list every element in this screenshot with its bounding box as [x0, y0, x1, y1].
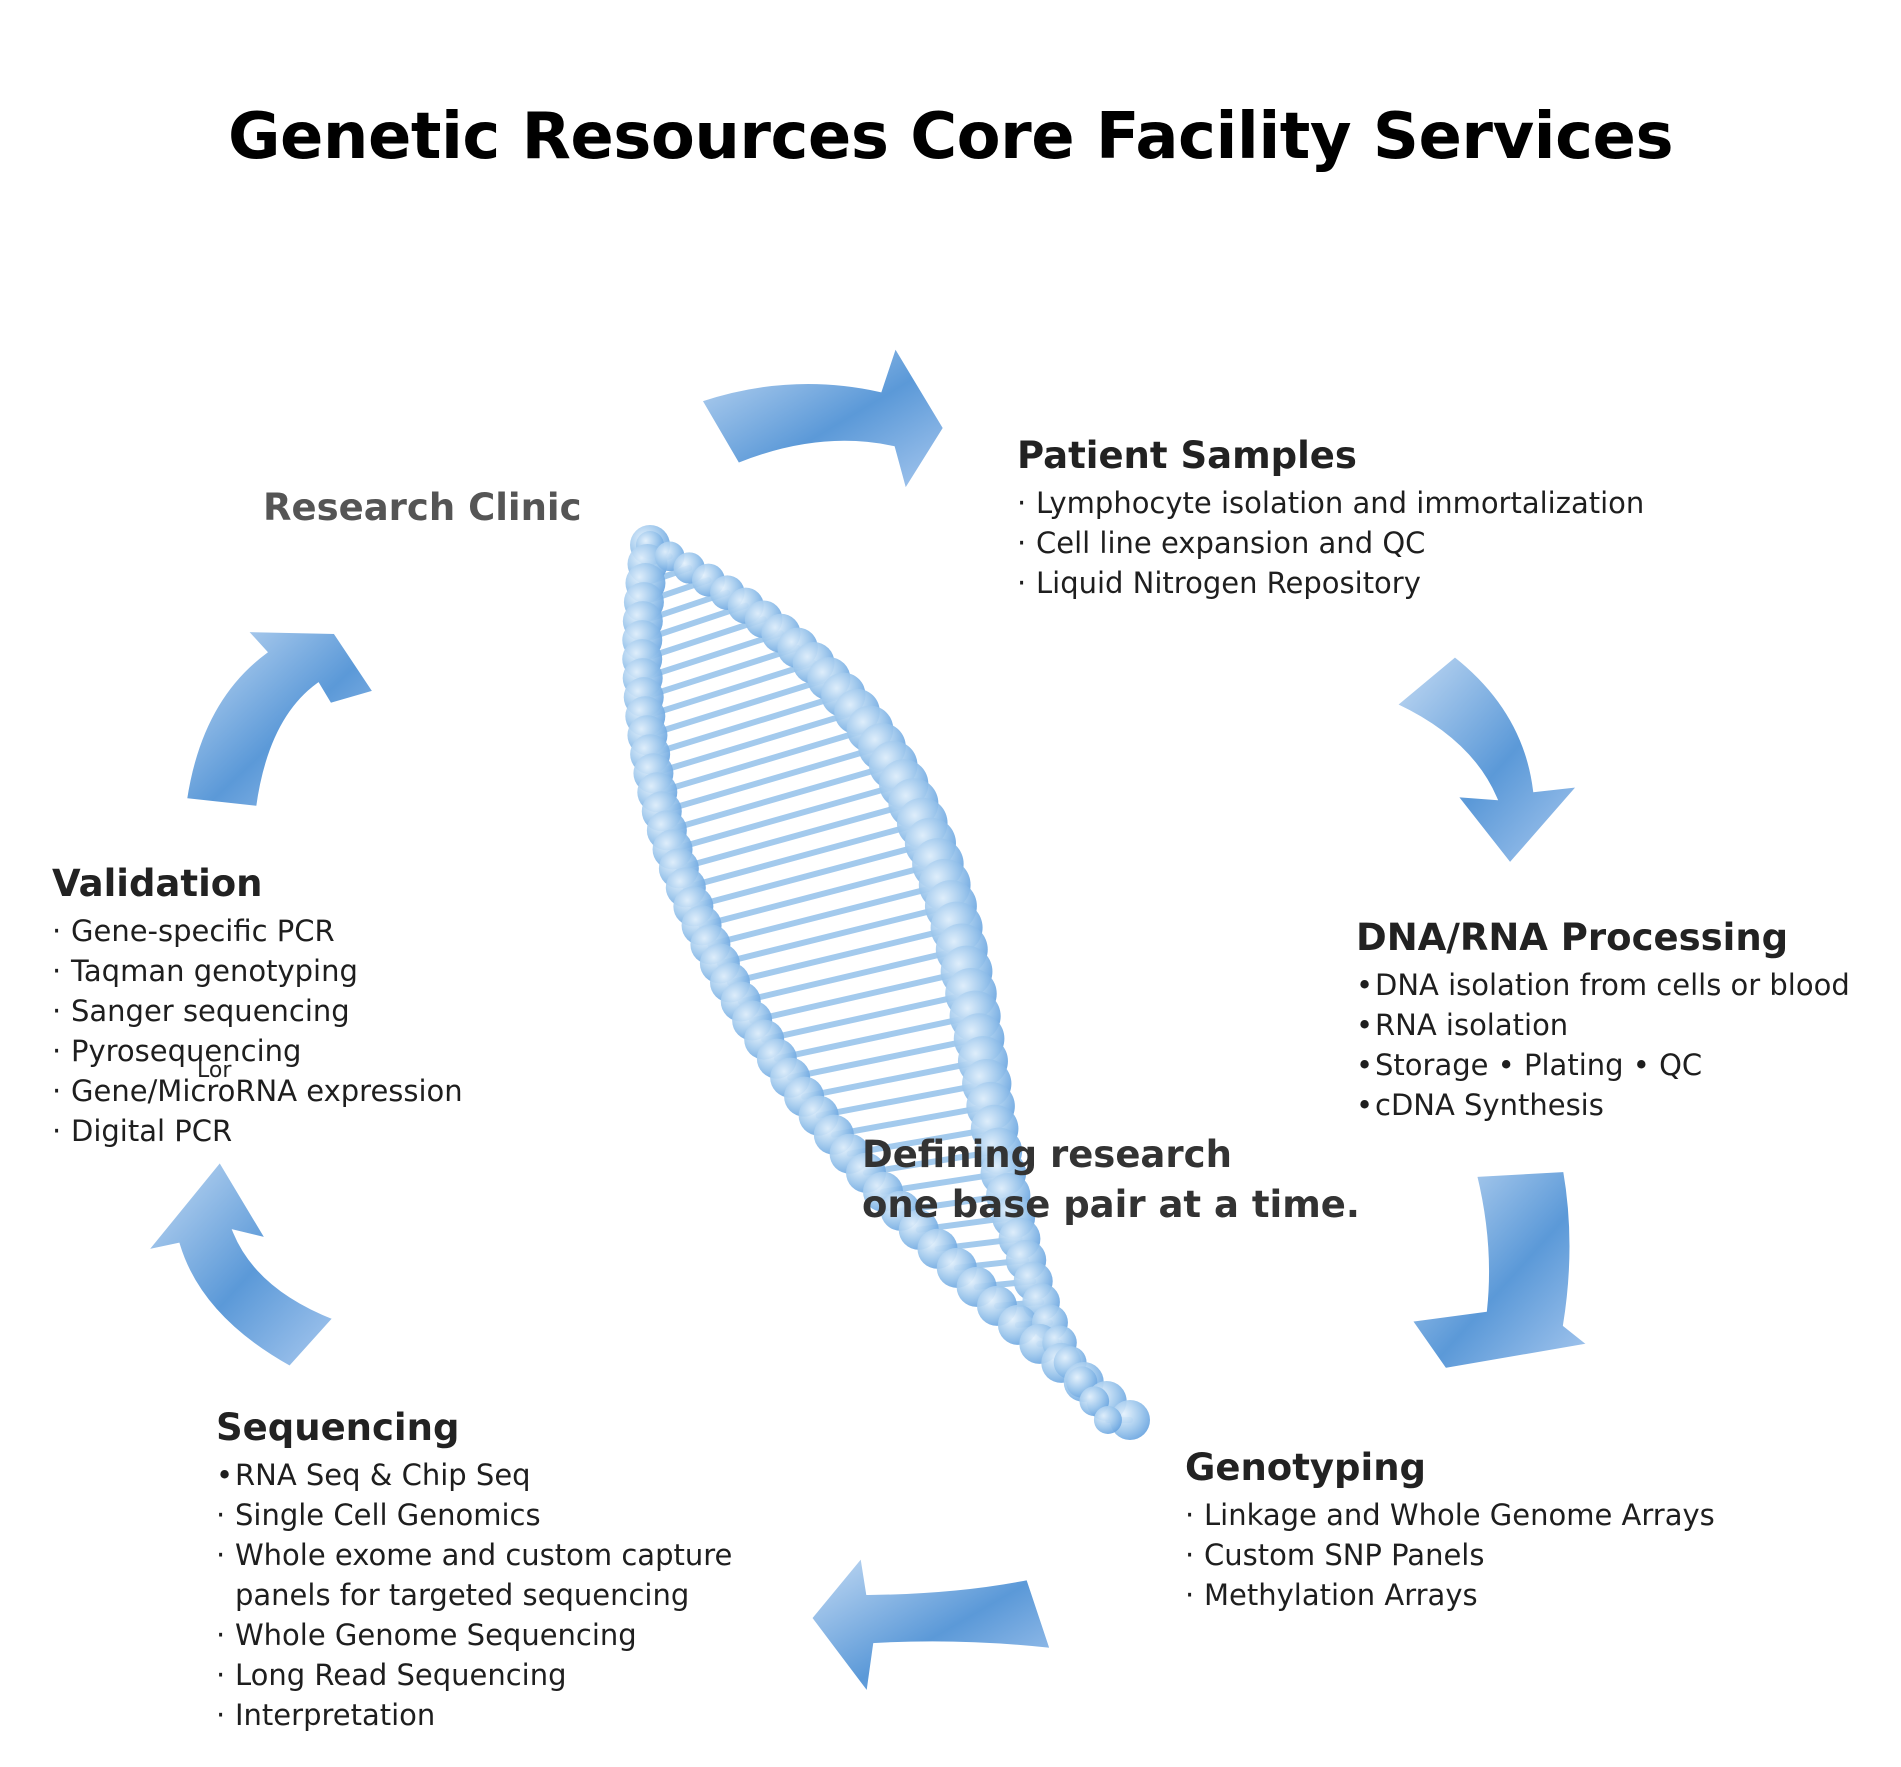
- list-item: •Storage • Plating • QC: [1356, 1048, 1703, 1082]
- section-heading: Patient Samples: [1017, 434, 1357, 477]
- item-list: ·Gene-specific PCR ·Taqman genotyping ·S…: [52, 911, 463, 1151]
- arrow-top: [697, 340, 948, 497]
- helix-bead: [1093, 1406, 1122, 1434]
- arrow-right-lower: [1406, 1167, 1595, 1373]
- helix-rung: [682, 820, 926, 891]
- helix-rung: [658, 743, 885, 815]
- helix-rung: [639, 616, 767, 663]
- list-item: ·panels for targeted sequencing: [235, 1578, 690, 1612]
- dna-helix: [622, 525, 1150, 1440]
- helix-rung: [737, 946, 965, 1005]
- helix-rung: [773, 1013, 979, 1062]
- helix-rung: [716, 903, 954, 967]
- list-item: ·Cell line expansion and QC: [1017, 526, 1426, 560]
- section-dna-rna-processing: DNA/RNA Processing •DNA isolation from c…: [1356, 916, 1850, 1125]
- list-item: ·Interpretation: [216, 1698, 436, 1732]
- helix-rung: [640, 644, 801, 701]
- list-item: ·Gene/MicroRNA expression: [52, 1074, 463, 1108]
- list-item: ·Custom SNP Panels: [1185, 1538, 1485, 1572]
- helix-rung: [675, 800, 917, 872]
- section-heading: DNA/RNA Processing: [1356, 916, 1789, 959]
- tagline-line-1: Defining research: [862, 1133, 1232, 1176]
- list-item: •cDNA Synthesis: [1356, 1088, 1604, 1122]
- list-item: ·Lymphocyte isolation and immortalizatio…: [1017, 486, 1645, 520]
- list-item: ·Whole exome and custom capture: [216, 1538, 733, 1572]
- helix-rung: [727, 924, 960, 986]
- list-item: ·Digital PCR: [52, 1114, 233, 1148]
- item-list: •RNA Seq & Chip Seq ·Single Cell Genomic…: [216, 1455, 732, 1735]
- arrow-bottom: [807, 1550, 1055, 1701]
- section-genotyping: Genotyping ·Linkage and Whole Genome Arr…: [1185, 1446, 1715, 1615]
- research-clinic-label: Research Clinic: [263, 486, 582, 529]
- list-item: ·Whole Genome Sequencing: [216, 1618, 637, 1652]
- stray-text: Lor: [197, 1058, 232, 1083]
- cycle-arrows: [139, 340, 1595, 1701]
- item-list: ·Linkage and Whole Genome Arrays ·Custom…: [1185, 1495, 1715, 1615]
- helix-rung: [801, 1058, 986, 1100]
- list-item: •RNA Seq & Chip Seq: [216, 1458, 531, 1492]
- tagline: Defining research one base pair at a tim…: [862, 1130, 1360, 1230]
- item-list: ·Lymphocyte isolation and immortalizatio…: [1017, 483, 1644, 603]
- section-patient-samples: Patient Samples ·Lymphocyte isolation an…: [1017, 434, 1644, 603]
- helix-rung: [663, 762, 897, 834]
- tagline-line-2: one base pair at a time.: [862, 1183, 1360, 1226]
- arrow-right-upper: [1391, 652, 1585, 869]
- list-item: •RNA isolation: [1356, 1008, 1569, 1042]
- helix-rung: [669, 780, 907, 853]
- helix-rung: [690, 840, 934, 910]
- list-item: •DNA isolation from cells or blood: [1356, 968, 1850, 1002]
- helix-rung: [644, 675, 832, 739]
- list-item: ·Linkage and Whole Genome Arrays: [1185, 1498, 1715, 1532]
- helix-rung: [830, 1103, 994, 1138]
- section-sequencing: Sequencing •RNA Seq & Chip Seq ·Single C…: [216, 1406, 732, 1735]
- helix-rung: [642, 659, 817, 720]
- helix-rung: [787, 1035, 983, 1081]
- item-list: •DNA isolation from cells or blood •RNA …: [1356, 965, 1850, 1125]
- helix-rung: [639, 630, 784, 682]
- helix-rung: [749, 968, 970, 1024]
- helix-rung: [650, 708, 861, 777]
- list-item: ·Long Read Sequencing: [216, 1658, 567, 1692]
- helix-rung: [698, 860, 941, 929]
- helix-rung: [761, 990, 974, 1043]
- page-title: Genetic Resources Core Facility Services: [227, 100, 1674, 174]
- helix-rung: [647, 691, 847, 758]
- section-heading: Validation: [52, 862, 263, 905]
- list-item: ·Sanger sequencing: [52, 994, 350, 1028]
- helix-rung: [846, 1125, 998, 1157]
- helix-bead: [1110, 1400, 1150, 1440]
- list-item: ·Methylation Arrays: [1185, 1578, 1478, 1612]
- list-item: ·Taqman genotyping: [52, 954, 358, 988]
- section-validation: Validation ·Gene-specific PCR ·Taqman ge…: [52, 862, 463, 1151]
- section-heading: Sequencing: [216, 1406, 460, 1449]
- arrow-left-lower: [139, 1156, 339, 1371]
- arrow-left-upper: [182, 627, 379, 811]
- helix-rung: [654, 725, 873, 796]
- helix-rung: [707, 881, 948, 948]
- list-item: ·Single Cell Genomics: [216, 1498, 541, 1532]
- list-item: ·Pyrosequencing: [52, 1034, 302, 1068]
- list-item: ·Gene-specific PCR: [52, 914, 335, 948]
- section-heading: Genotyping: [1185, 1446, 1427, 1489]
- list-item: ·Liquid Nitrogen Repository: [1017, 566, 1421, 600]
- helix-rung: [815, 1080, 990, 1119]
